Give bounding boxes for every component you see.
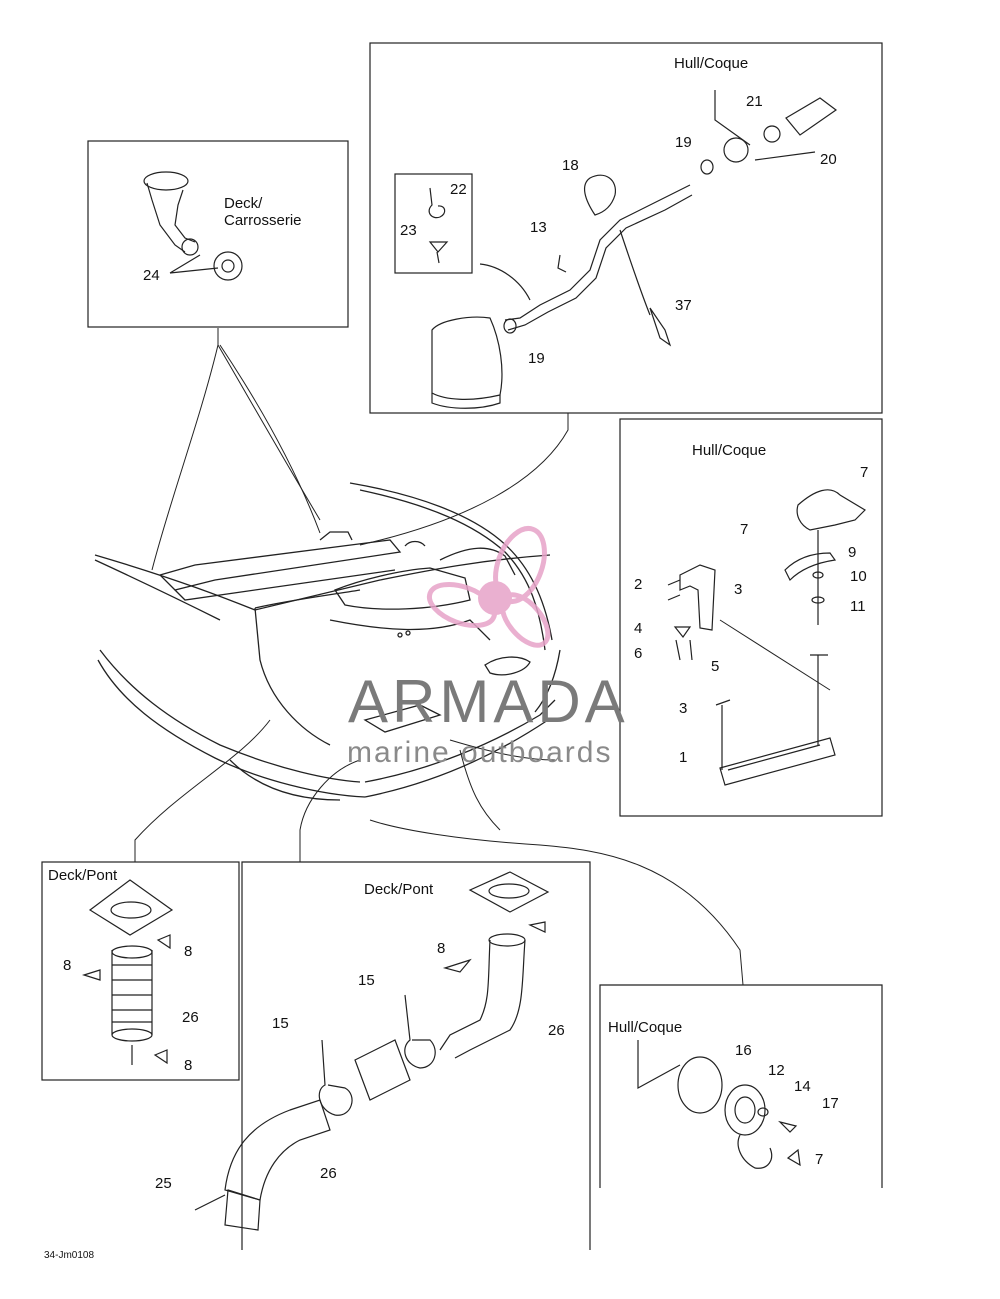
callout: 23 bbox=[400, 222, 417, 239]
watercraft-hull-drawing bbox=[94, 482, 561, 801]
watermark-brand: ARMADA bbox=[348, 668, 629, 735]
callout: 7 bbox=[815, 1151, 823, 1168]
callout: 10 bbox=[850, 568, 867, 585]
callout: 24 bbox=[143, 267, 160, 284]
right-detail-box bbox=[619, 418, 883, 817]
vent-hose-assembly bbox=[431, 90, 838, 409]
caption-carrosserie: Carrosserie bbox=[224, 212, 302, 229]
bottom-center-detail-box bbox=[241, 861, 591, 1250]
callout: 19 bbox=[675, 134, 692, 151]
callout: 13 bbox=[530, 219, 547, 236]
deck-vent-bellows bbox=[81, 879, 174, 1065]
callout: 20 bbox=[820, 151, 837, 168]
callout: 8 bbox=[184, 1057, 192, 1074]
callout: 5 bbox=[711, 658, 719, 675]
callout: 15 bbox=[272, 1015, 289, 1032]
armada-watermark: ARMADA marine outboards bbox=[347, 526, 629, 769]
callout: 8 bbox=[63, 957, 71, 974]
callout: 26 bbox=[548, 1022, 565, 1039]
connection-leaders bbox=[134, 328, 831, 986]
callout: 7 bbox=[740, 521, 748, 538]
callout: 3 bbox=[679, 700, 687, 717]
callout: 17 bbox=[822, 1095, 839, 1112]
caption-deck-pont-left: Deck/Pont bbox=[48, 867, 118, 884]
callout: 37 bbox=[675, 297, 692, 314]
bottom-left-detail-box bbox=[41, 861, 240, 1081]
callout: 11 bbox=[850, 598, 866, 615]
callout: 21 bbox=[746, 93, 763, 110]
callout: 9 bbox=[848, 544, 856, 561]
callout: 26 bbox=[320, 1165, 337, 1182]
callouts-top-left: 24 bbox=[143, 267, 160, 284]
clamp-and-screw bbox=[428, 187, 449, 264]
callout: 1 bbox=[679, 749, 687, 766]
caption-deck: Deck/ bbox=[224, 195, 263, 212]
callout: 22 bbox=[450, 181, 467, 198]
callout: 14 bbox=[794, 1078, 811, 1095]
callout: 16 bbox=[735, 1042, 752, 1059]
callout: 25 bbox=[155, 1175, 172, 1192]
watermark-tagline: marine outboards bbox=[347, 736, 612, 769]
fill-neck-fitting bbox=[143, 171, 243, 281]
caption-hull-coque-top: Hull/Coque bbox=[674, 55, 748, 72]
callout: 12 bbox=[768, 1062, 785, 1079]
callout: 26 bbox=[182, 1009, 199, 1026]
callout: 6 bbox=[634, 645, 642, 662]
hull-vent-fitting bbox=[637, 1040, 801, 1169]
top-left-detail-box bbox=[87, 140, 349, 328]
callout: 7 bbox=[860, 464, 868, 481]
fastener-inset-box bbox=[394, 173, 473, 274]
callout: 2 bbox=[634, 576, 642, 593]
callouts-top-right: 21 19 20 18 22 23 13 37 19 bbox=[400, 93, 837, 367]
callout: 18 bbox=[562, 157, 579, 174]
callouts-bottom-right: 16 12 14 17 7 bbox=[735, 1042, 839, 1168]
propeller-logo bbox=[426, 526, 551, 648]
callout: 19 bbox=[528, 350, 545, 367]
caption-hull-coque-bottom: Hull/Coque bbox=[608, 1019, 682, 1036]
caption-deck-pont-center: Deck/Pont bbox=[364, 881, 434, 898]
callout: 8 bbox=[184, 943, 192, 960]
bottom-right-detail-box bbox=[599, 984, 883, 1188]
callout: 4 bbox=[634, 620, 642, 637]
bracket-and-pickup-assembly bbox=[667, 489, 866, 786]
deck-vent-hose-run bbox=[194, 871, 550, 1231]
drawing-code: 34-Jm0108 bbox=[44, 1250, 94, 1261]
callout: 3 bbox=[734, 581, 742, 598]
callout: 15 bbox=[358, 972, 375, 989]
top-right-detail-box bbox=[369, 42, 883, 414]
callout: 8 bbox=[437, 940, 445, 957]
callouts-bottom-left: 8 8 26 8 bbox=[63, 943, 199, 1074]
caption-hull-coque-right: Hull/Coque bbox=[692, 442, 766, 459]
callouts-right: 7 7 9 2 3 10 11 4 6 5 3 1 bbox=[634, 464, 868, 766]
callouts-bottom-center: 8 15 15 26 26 25 bbox=[155, 940, 565, 1192]
